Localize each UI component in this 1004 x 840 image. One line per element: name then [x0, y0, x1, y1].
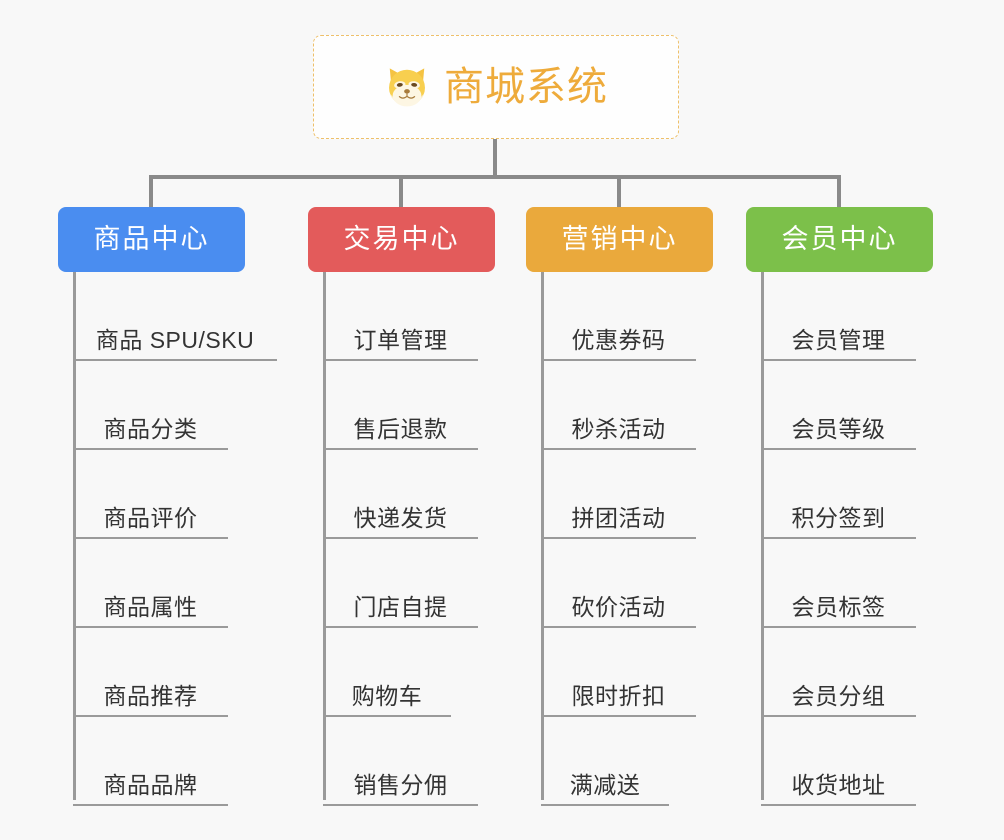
- list-item-label: 商品品牌: [103, 771, 198, 798]
- list-item-label: 商品分类: [103, 415, 198, 442]
- category-header-label: 会员中心: [781, 224, 898, 254]
- list-item[interactable]: 会员标签: [761, 539, 916, 628]
- shiba-dog-icon: [384, 64, 430, 110]
- list-item-label: 门店自提: [353, 593, 448, 620]
- list-item-label: 满减送: [569, 771, 641, 798]
- list-item-label: 优惠券码: [571, 326, 666, 353]
- list-item[interactable]: 限时折扣: [541, 628, 696, 717]
- list-item[interactable]: 快递发货: [323, 450, 478, 539]
- list-item[interactable]: 售后退款: [323, 361, 478, 450]
- list-item[interactable]: 会员分组: [761, 628, 916, 717]
- list-item[interactable]: 订单管理: [323, 272, 478, 361]
- connector-root-down: [493, 139, 497, 179]
- list-item[interactable]: 秒杀活动: [541, 361, 696, 450]
- list-item-label: 快递发货: [353, 504, 448, 531]
- root-node[interactable]: 商城系统: [313, 35, 679, 139]
- list-item-label: 砍价活动: [571, 593, 666, 620]
- list-item-label: 商品推荐: [103, 682, 198, 709]
- list-item-label: 商品评价: [103, 504, 198, 531]
- root-title: 商城系统: [444, 65, 608, 109]
- list-item[interactable]: 商品分类: [73, 361, 228, 450]
- list-item[interactable]: 砍价活动: [541, 539, 696, 628]
- list-item-label: 订单管理: [353, 326, 448, 353]
- list-item-label: 秒杀活动: [571, 415, 666, 442]
- list-item-label: 会员等级: [791, 415, 886, 442]
- list-item[interactable]: 会员等级: [761, 361, 916, 450]
- list-item[interactable]: 会员管理: [761, 272, 916, 361]
- category-header-marketing[interactable]: 营销中心: [526, 207, 713, 272]
- column-trunk-line: [541, 272, 544, 800]
- list-item[interactable]: 商品 SPU/SKU: [73, 272, 277, 361]
- list-item[interactable]: 拼团活动: [541, 450, 696, 539]
- list-item-label: 积分签到: [791, 504, 886, 531]
- list-item[interactable]: 收货地址: [761, 717, 916, 806]
- list-item[interactable]: 购物车: [323, 628, 451, 717]
- connector-drop-4: [837, 175, 841, 209]
- list-item-label: 会员分组: [791, 682, 886, 709]
- connector-drop-1: [149, 175, 153, 209]
- column-trunk-line: [761, 272, 764, 800]
- list-item-label: 会员标签: [791, 593, 886, 620]
- list-item-label: 会员管理: [791, 326, 886, 353]
- list-item-label: 收货地址: [791, 771, 886, 798]
- list-item[interactable]: 门店自提: [323, 539, 478, 628]
- list-item-label: 商品 SPU/SKU: [95, 326, 255, 353]
- column-trunk-line: [323, 272, 326, 800]
- category-header-product[interactable]: 商品中心: [58, 207, 245, 272]
- connector-drop-2: [399, 175, 403, 209]
- list-item[interactable]: 优惠券码: [541, 272, 696, 361]
- list-item[interactable]: 商品推荐: [73, 628, 228, 717]
- column-trunk-line: [73, 272, 76, 800]
- category-header-label: 商品中心: [93, 224, 210, 254]
- category-header-trade[interactable]: 交易中心: [308, 207, 495, 272]
- category-header-label: 营销中心: [561, 224, 678, 254]
- list-item-label: 限时折扣: [571, 682, 666, 709]
- list-item[interactable]: 销售分佣: [323, 717, 478, 806]
- connector-drop-3: [617, 175, 621, 209]
- list-item[interactable]: 商品属性: [73, 539, 228, 628]
- list-item[interactable]: 商品评价: [73, 450, 228, 539]
- list-item-label: 购物车: [351, 682, 423, 709]
- list-item-label: 销售分佣: [353, 771, 448, 798]
- category-header-label: 交易中心: [343, 224, 460, 254]
- list-item[interactable]: 商品品牌: [73, 717, 228, 806]
- connector-horizontal-bus: [149, 175, 841, 179]
- list-item-label: 拼团活动: [571, 504, 666, 531]
- list-item[interactable]: 满减送: [541, 717, 669, 806]
- list-item[interactable]: 积分签到: [761, 450, 916, 539]
- category-header-member[interactable]: 会员中心: [746, 207, 933, 272]
- list-item-label: 商品属性: [103, 593, 198, 620]
- list-item-label: 售后退款: [353, 415, 448, 442]
